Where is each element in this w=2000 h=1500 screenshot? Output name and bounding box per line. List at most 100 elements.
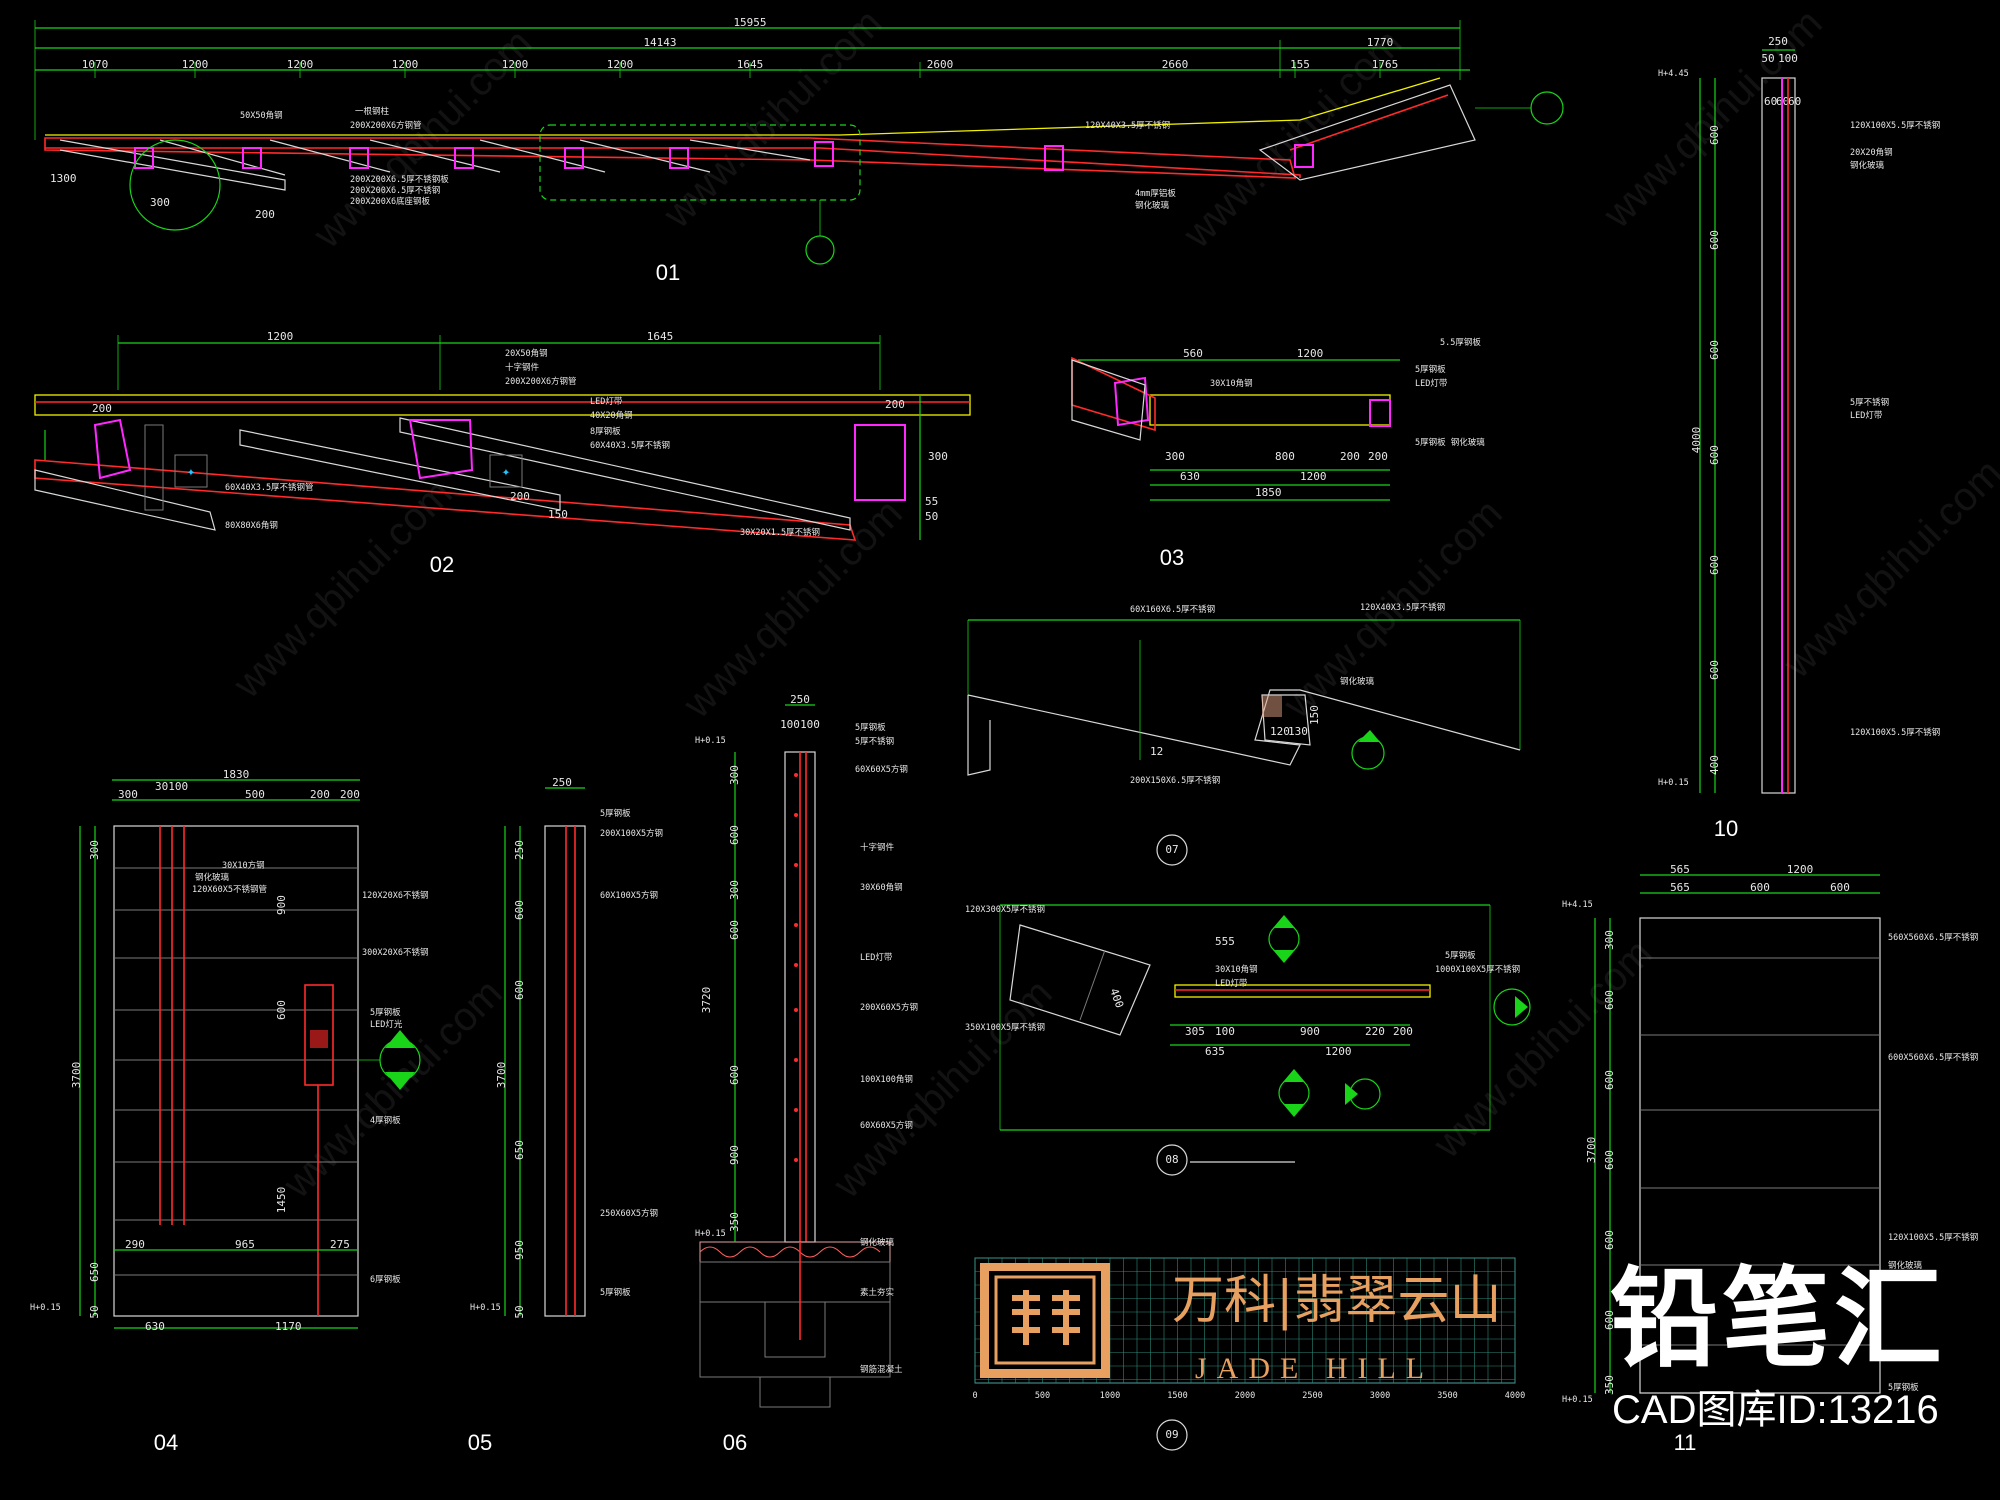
dimension-text: 350 <box>1603 1375 1616 1395</box>
annotation: 5厚钢板 <box>1415 364 1446 375</box>
dimension-text: 250 <box>790 693 810 706</box>
watermark: www.qbihui.com <box>275 971 511 1207</box>
detail-07: 120 130 150 12 60X160X6.5厚不锈钢 120X40X3.5… <box>967 602 1521 866</box>
annotation: 30X10角钢 <box>1210 378 1253 389</box>
annotation: 5厚钢板 <box>1445 950 1476 961</box>
annotation: LED灯光 <box>370 1019 403 1030</box>
dimension-text: 250 <box>513 840 526 860</box>
dimension-text: 600 <box>1708 230 1721 250</box>
dimension-text: 50 <box>925 510 938 523</box>
dimension-text: 965 <box>235 1238 255 1251</box>
annotation: 6厚钢板 <box>370 1274 401 1285</box>
dimension-text: 600 <box>728 1065 741 1085</box>
annotation: LED灯带 <box>1850 410 1883 421</box>
annotation: 5厚钢板 <box>600 1287 631 1298</box>
dimension-text: 600 <box>1708 125 1721 145</box>
scale-tick-label: 3000 <box>1370 1391 1390 1401</box>
dimension-text: 650 <box>88 1262 101 1282</box>
level-mark: H+0.15 <box>1658 778 1689 788</box>
dimension-text: 2600 <box>927 58 954 71</box>
annotation: 200X200X6方钢管 <box>350 120 422 131</box>
watermark: www.qbihui.com <box>1775 451 2000 687</box>
dimension-text: 1070 <box>82 58 109 71</box>
annotation: 200X200X6方钢管 <box>505 376 577 387</box>
detail-05: 250 3700 250 600 600 650 950 50 H+0.15 5… <box>468 776 663 1455</box>
dimension-text: 1645 <box>737 58 764 71</box>
dimension-text: 1200 <box>267 330 294 343</box>
annotation: 560X560X6.5厚不锈钢 <box>1888 932 1978 943</box>
brand-logo-text: 铅笔汇 <box>1610 1258 1947 1379</box>
annotation: 十字钢件 <box>860 842 895 853</box>
dimension-text: 3720 <box>700 987 713 1014</box>
dimension-text: 600 <box>275 1000 288 1020</box>
dimension-text: 600 <box>1830 881 1850 894</box>
annotation: LED灯带 <box>1215 978 1248 989</box>
dimension-text: 400 <box>1708 755 1721 775</box>
dimension-text: 600 <box>1708 340 1721 360</box>
dimension-text: 600 <box>1603 1230 1616 1250</box>
annotation: 100X100角钢 <box>860 1074 913 1085</box>
annotation: 4厚钢板 <box>370 1115 401 1126</box>
scale-tick-label: 4000 <box>1505 1391 1525 1401</box>
dimension-text: 1200 <box>287 58 314 71</box>
annotation: 60X40X3.5厚不锈钢管 <box>225 482 314 493</box>
annotation: 8厚钢板 <box>590 426 621 437</box>
scale-tick-label: 0 <box>972 1391 977 1401</box>
dimension-text: 290 <box>125 1238 145 1251</box>
dimension-text: 200 <box>885 398 905 411</box>
annotation: 120X40X3.5厚不锈钢 <box>1360 602 1445 613</box>
dimension-text: 900 <box>728 1145 741 1165</box>
detail-06: 250 100 100 3720 300 600 300 600 600 900… <box>695 693 918 1455</box>
dimension-text: 220 <box>1365 1025 1385 1038</box>
dimension-text: 200 <box>510 490 530 503</box>
dimension-text: 1200 <box>1787 863 1814 876</box>
dimension-text: 900 <box>275 895 288 915</box>
dimension-text: 600 <box>1708 555 1721 575</box>
dimension-text: 12 <box>1150 745 1163 758</box>
annotation: 200X100X5方钢 <box>600 828 663 839</box>
annotation: 5厚不锈钢 <box>855 736 894 747</box>
dimension-text: 200 <box>1340 450 1360 463</box>
detail-label: 02 <box>430 552 454 577</box>
annotation: 钢化玻璃 <box>1888 1260 1923 1271</box>
detail-label: 03 <box>1160 545 1184 570</box>
dimension-text: 200 <box>1368 450 1388 463</box>
annotation: 120X40X3.5厚不锈钢 <box>1085 120 1170 131</box>
dimension-text: 1765 <box>1372 58 1399 71</box>
dimension-text: 600 <box>1708 660 1721 680</box>
dimension-text: 2660 <box>1162 58 1189 71</box>
dimension-text: 1770 <box>1367 36 1394 49</box>
watermark: www.qbihui.com <box>675 491 911 727</box>
dimension-text: 600 <box>1708 445 1721 465</box>
dimension-text: 300 <box>728 765 741 785</box>
dimension-text: 250 <box>552 776 572 789</box>
dimension-text: 200 <box>1393 1025 1413 1038</box>
dimension-text: 630 <box>1180 470 1200 483</box>
dimension-text: 155 <box>1290 58 1310 71</box>
annotation: 60X60X5方钢 <box>860 1120 913 1131</box>
dimension-text: 555 <box>1215 935 1235 948</box>
annotation: 钢化玻璃 <box>860 1237 895 1248</box>
detail-label: 05 <box>468 1430 492 1455</box>
detail-08: 555 305 100 900 220 200 635 1200 400 120… <box>965 904 1531 1176</box>
annotation: 200X200X6.5厚不锈钢 <box>350 185 440 196</box>
level-mark: H+0.15 <box>470 1303 501 1313</box>
watermark: www.qbihui.com <box>305 21 541 257</box>
dimension-text: 1830 <box>223 768 250 781</box>
dimension-text: 3700 <box>70 1062 83 1089</box>
annotation: 5厚钢板 钢化玻璃 <box>1415 437 1485 448</box>
dimension-text: 800 <box>1275 450 1295 463</box>
annotation: 60X40X3.5厚不锈钢 <box>590 440 670 451</box>
section-tag: 09 <box>1165 1428 1178 1441</box>
dimension-text: 500 <box>245 788 265 801</box>
dimension-text: 600 <box>728 920 741 940</box>
annotation: 1000X100X5厚不锈钢 <box>1435 964 1520 975</box>
dimension-text: 600 <box>1603 1070 1616 1090</box>
scale-tick-label: 1000 <box>1100 1391 1120 1401</box>
dimension-text: 305 <box>1185 1025 1205 1038</box>
annotation: 250X60X5方钢 <box>600 1208 658 1219</box>
annotation: 4mm厚铝板 <box>1135 188 1176 199</box>
dimension-text: 100 <box>800 718 820 731</box>
dimension-text: 1200 <box>182 58 209 71</box>
dimension-text: 14143 <box>643 36 676 49</box>
